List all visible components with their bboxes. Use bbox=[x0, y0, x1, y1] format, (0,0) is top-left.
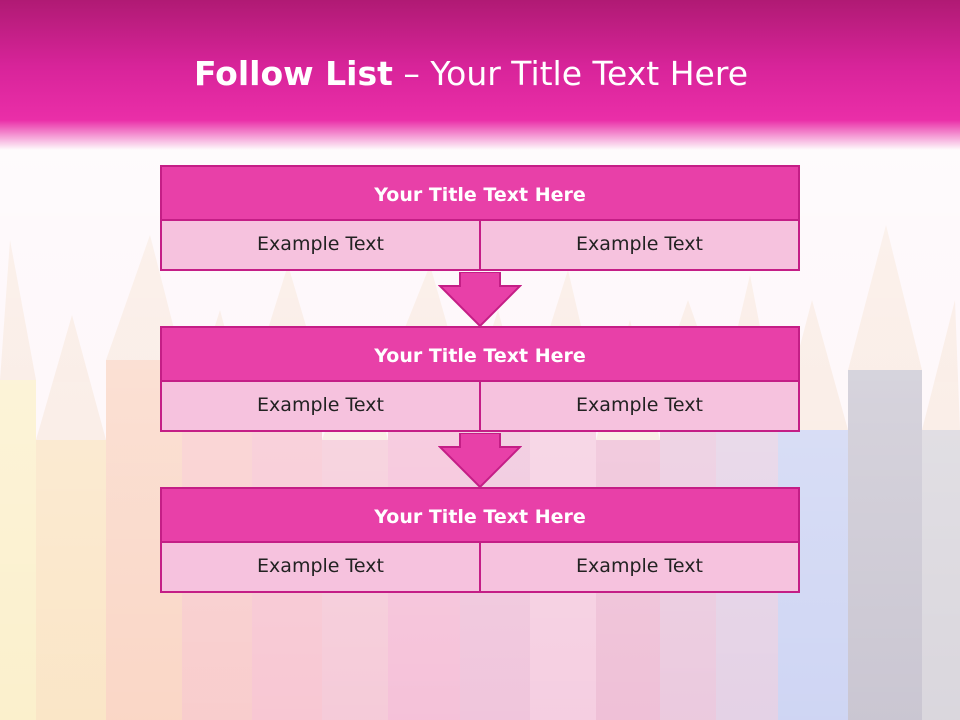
list-block-3: Your Title Text Here Example Text Exampl… bbox=[160, 487, 800, 593]
block-cell-left: Example Text bbox=[160, 221, 481, 271]
title-bold: Follow List bbox=[193, 54, 393, 93]
block-cell-left: Example Text bbox=[160, 543, 481, 593]
block-row: Example Text Example Text bbox=[160, 543, 800, 593]
block-title: Your Title Text Here bbox=[160, 487, 800, 543]
block-cell-right: Example Text bbox=[481, 382, 800, 432]
block-row: Example Text Example Text bbox=[160, 382, 800, 432]
list-block-1: Your Title Text Here Example Text Exampl… bbox=[160, 165, 800, 271]
header-band bbox=[0, 0, 960, 150]
block-cell-right: Example Text bbox=[481, 543, 800, 593]
down-arrow-icon bbox=[438, 272, 522, 328]
list-block-2: Your Title Text Here Example Text Exampl… bbox=[160, 326, 800, 432]
title-rest: Your Title Text Here bbox=[430, 54, 749, 93]
block-title: Your Title Text Here bbox=[160, 165, 800, 221]
block-title: Your Title Text Here bbox=[160, 326, 800, 382]
slide-title: Follow List – Your Title Text Here bbox=[0, 52, 942, 96]
title-dash: – bbox=[392, 54, 431, 93]
down-arrow-icon bbox=[438, 433, 522, 489]
block-cell-left: Example Text bbox=[160, 382, 481, 432]
block-cell-right: Example Text bbox=[481, 221, 800, 271]
block-row: Example Text Example Text bbox=[160, 221, 800, 271]
